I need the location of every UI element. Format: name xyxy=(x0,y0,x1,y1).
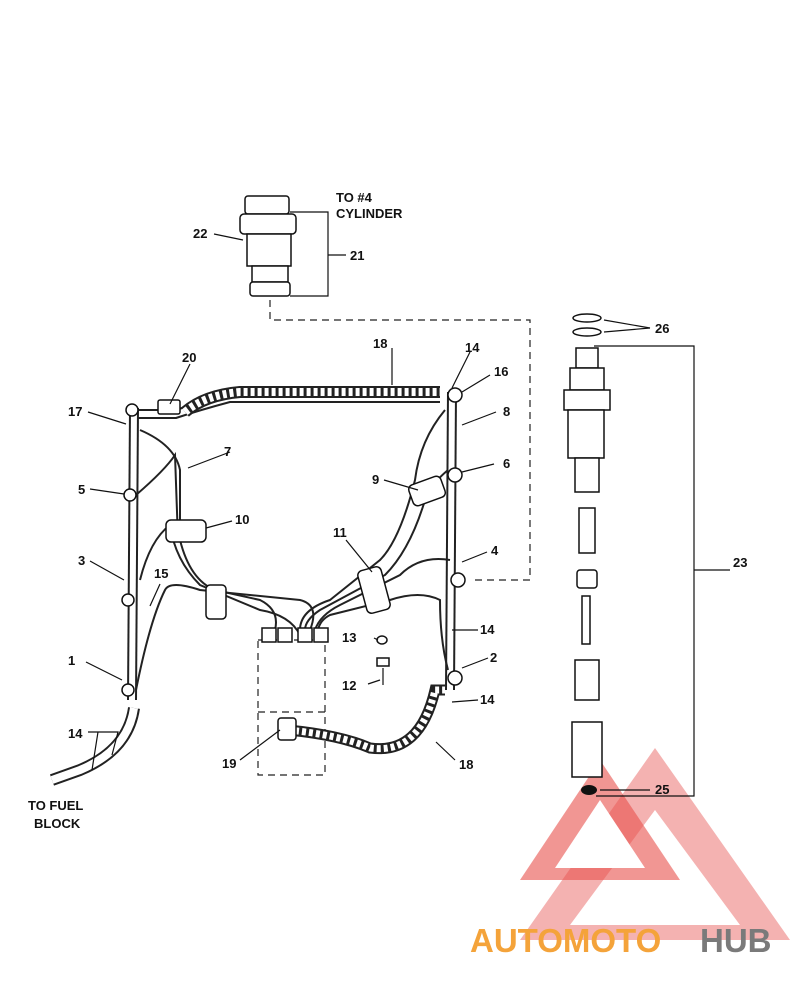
adapter-fitting xyxy=(239,195,297,297)
pump-outlet-nuts xyxy=(261,627,329,643)
callout-22: 22 xyxy=(193,226,207,241)
callout-10: 10 xyxy=(235,512,249,527)
callout-7: 7 xyxy=(224,444,231,459)
watermark-text-hub: HUB xyxy=(700,922,772,959)
callout-8: 8 xyxy=(503,404,510,419)
callout-11: 11 xyxy=(333,525,347,540)
callout-17: 17 xyxy=(68,404,82,419)
clamp-11 xyxy=(357,566,391,614)
callout-14-lower: 14 xyxy=(480,692,495,707)
callout-13: 13 xyxy=(342,630,356,645)
injector-assembly xyxy=(563,313,611,795)
callout-18-top: 18 xyxy=(373,336,387,351)
callout-14-right: 14 xyxy=(480,622,495,637)
dashed-route-to-cylinder xyxy=(269,300,531,581)
elbow-19 xyxy=(277,717,297,741)
callout-5: 5 xyxy=(78,482,85,497)
callout-3: 3 xyxy=(78,553,85,568)
callout-26: 26 xyxy=(655,321,669,336)
note-to-fuel-block-line2: BLOCK xyxy=(34,816,81,831)
watermark-logo-icon xyxy=(520,748,790,940)
callout-21: 21 xyxy=(350,248,364,263)
callout-12: 12 xyxy=(342,678,356,693)
leader-22 xyxy=(213,233,244,241)
callout-14-left: 14 xyxy=(68,726,83,741)
leader-lines xyxy=(85,348,497,771)
fitting-20 xyxy=(157,399,181,415)
clamp-10 xyxy=(165,519,207,543)
callout-1: 1 xyxy=(68,653,75,668)
callout-14-top: 14 xyxy=(465,340,480,355)
callout-2: 2 xyxy=(490,650,497,665)
callout-25: 25 xyxy=(655,782,669,797)
callout-15: 15 xyxy=(154,566,168,581)
washer-13 xyxy=(376,635,388,645)
pump-outline xyxy=(257,639,326,776)
watermark-text-automoto: AUTOMOTO xyxy=(470,922,661,959)
bracket-23 xyxy=(594,345,695,797)
bracket-21 xyxy=(290,211,329,297)
note-to-fuel-block-line1: TO FUEL xyxy=(28,798,83,813)
callout-6: 6 xyxy=(503,456,510,471)
callout-20: 20 xyxy=(182,350,196,365)
callout-4: 4 xyxy=(491,543,499,558)
clamp-lower-left xyxy=(205,584,227,620)
note-to-cylinder-line1: TO #4 xyxy=(336,190,373,205)
callout-16: 16 xyxy=(494,364,508,379)
note-to-cylinder-line2: CYLINDER xyxy=(336,206,403,221)
callout-23: 23 xyxy=(733,555,747,570)
fuel-line-frame xyxy=(127,386,457,701)
callout-19: 19 xyxy=(222,756,236,771)
callout-18-lower: 18 xyxy=(459,757,473,772)
clamp-9 xyxy=(407,475,447,507)
callout-9: 9 xyxy=(372,472,379,487)
